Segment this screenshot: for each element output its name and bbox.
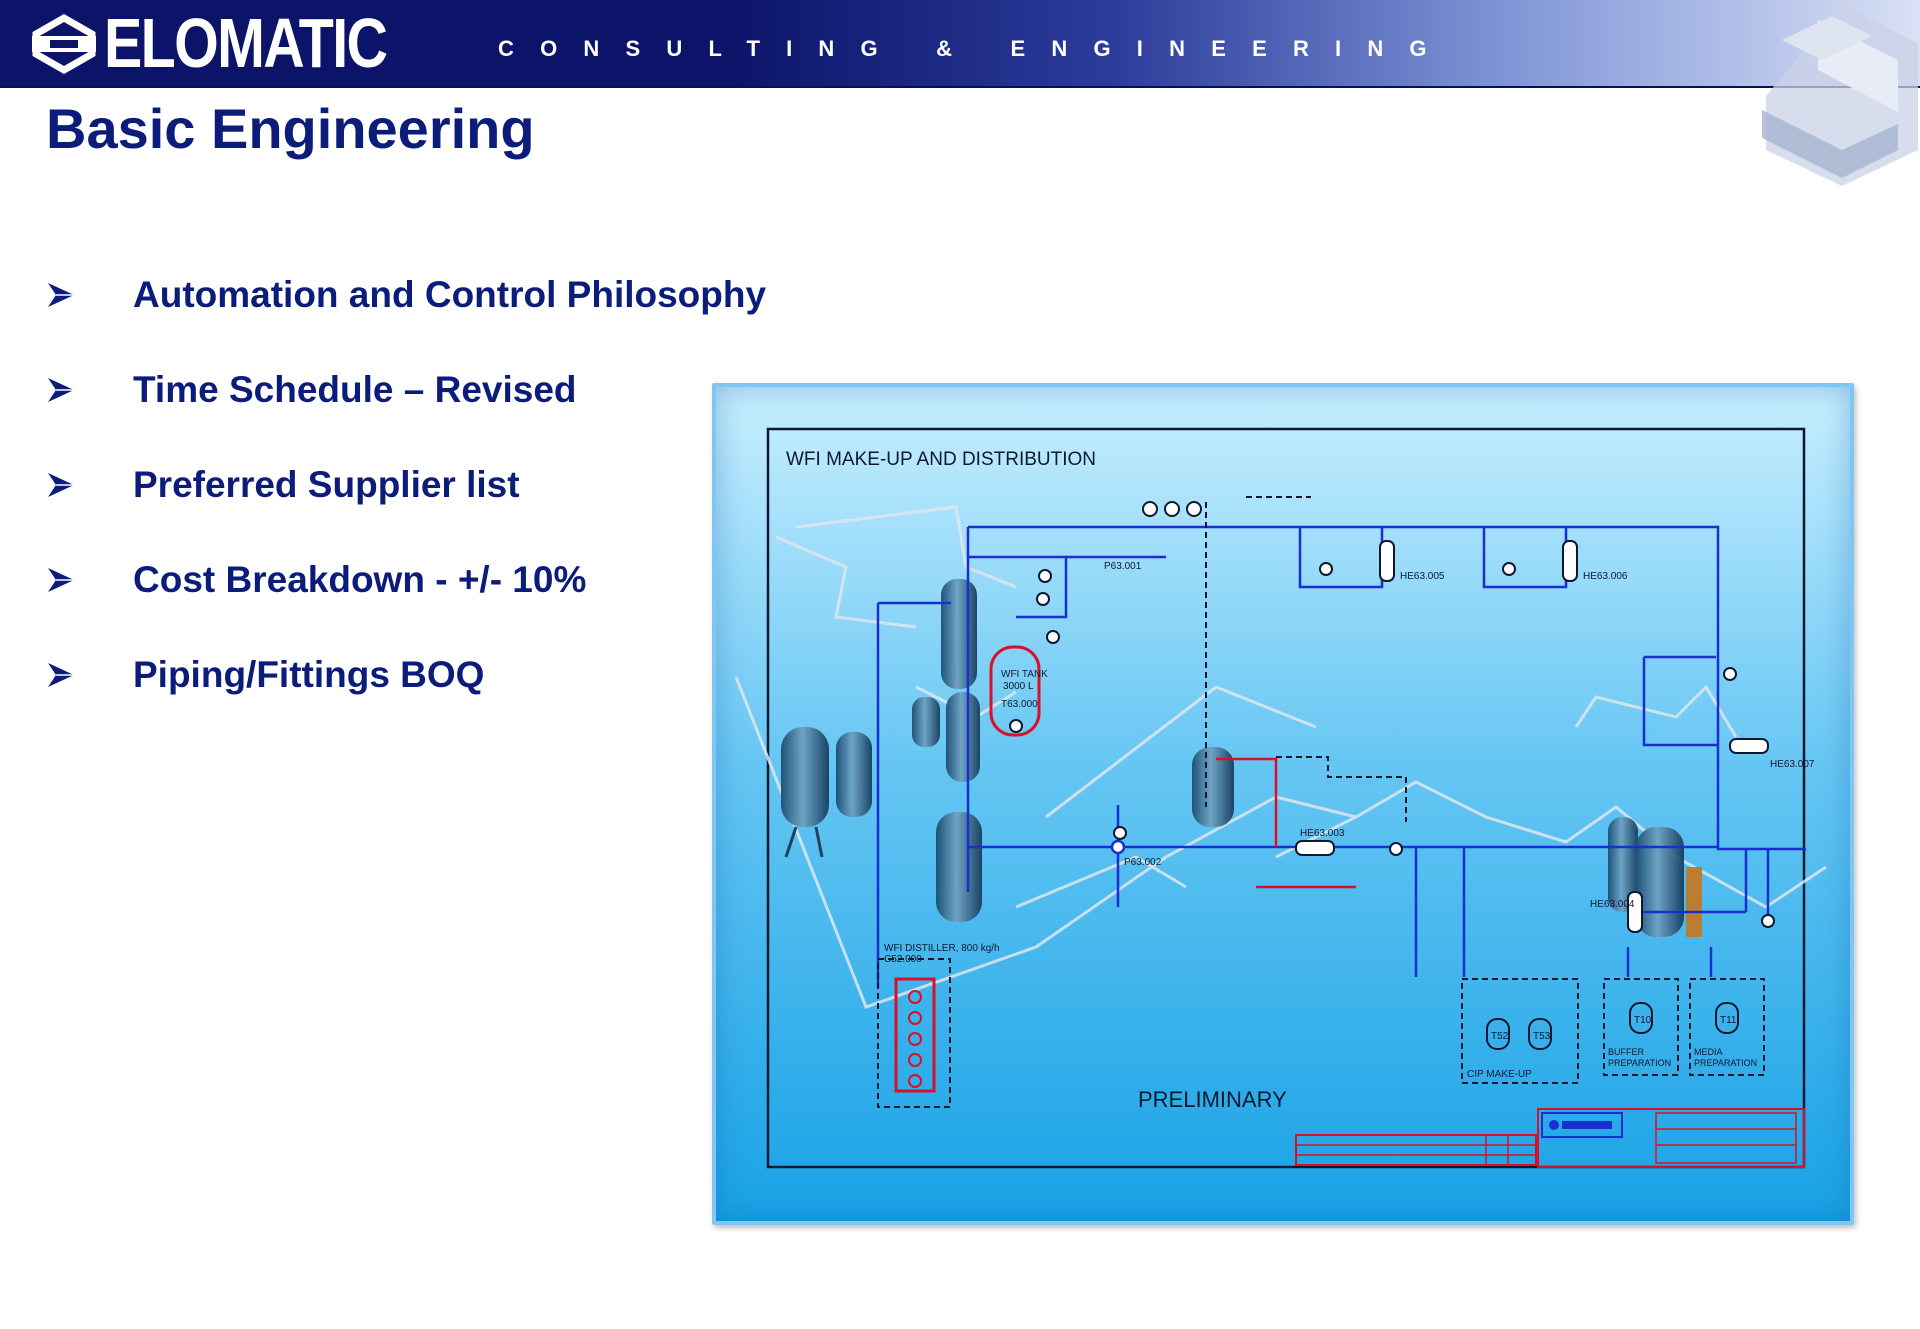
buffer-caption: BUFFER — [1608, 1047, 1645, 1057]
he-label: HE63.005 — [1400, 571, 1445, 582]
wfi-tank: WFI TANK 3000 L T63.000 — [989, 645, 1048, 737]
arrowhead-bullet-icon — [48, 473, 74, 497]
bullet-item: Preferred Supplier list — [46, 462, 766, 557]
instrument-bubbles — [1009, 501, 1775, 928]
pid-diagram-image: HE63.005 HE63.006 HE63.003 HE63.007 HE63… — [712, 383, 1854, 1225]
vessel-label: T52 — [1491, 1031, 1509, 1042]
3d-tanks-overlay — [781, 579, 1702, 937]
corner-hexagon-emblem-icon — [1762, 4, 1918, 186]
pump-label: P63.002 — [1124, 857, 1162, 868]
arrowhead-bullet-icon — [48, 378, 74, 402]
bullet-list: Automation and Control Philosophy Time S… — [46, 272, 766, 747]
vessel-label: T53 — [1533, 1031, 1551, 1042]
he-label: HE63.006 — [1583, 571, 1628, 582]
highlight-lines — [1216, 757, 1356, 889]
he-label: HE63.007 — [1770, 759, 1815, 770]
buffer-caption: PREPARATION — [1608, 1058, 1671, 1068]
logo-text: ELOMATIC — [104, 4, 388, 82]
arrowhead-bullet-icon — [48, 568, 74, 592]
vessel-label: T11 — [1720, 1015, 1737, 1026]
he-label: HE63.003 — [1300, 828, 1345, 839]
elomatic-logo-icon — [32, 14, 96, 74]
bullet-item: Time Schedule – Revised — [46, 367, 766, 462]
he-label: HE63.004 — [1590, 899, 1635, 910]
header-bar: ELOMATIC CONSULTING & ENGINEERING — [0, 0, 1920, 88]
bullet-item: Piping/Fittings BOQ — [46, 652, 766, 747]
cip-caption: CIP MAKE-UP — [1467, 1069, 1532, 1080]
arrowhead-bullet-icon — [48, 663, 74, 687]
bullet-item: Cost Breakdown - +/- 10% — [46, 557, 766, 652]
bullet-label: Piping/Fittings BOQ — [133, 654, 485, 695]
tank-label: WFI TANK — [1001, 669, 1048, 680]
bullet-label: Automation and Control Philosophy — [133, 274, 767, 315]
distiller-tag-label: C52.000 — [884, 954, 922, 965]
distiller-label: WFI DISTILLER, 800 kg/h — [884, 943, 1000, 954]
preliminary-watermark: PRELIMINARY — [1138, 1087, 1287, 1112]
bullet-label: Cost Breakdown - +/- 10% — [133, 559, 587, 600]
header-tagline: CONSULTING & ENGINEERING — [498, 36, 1453, 61]
media-caption: PREPARATION — [1694, 1058, 1757, 1068]
pid-diagram-drawing: HE63.005 HE63.006 HE63.003 HE63.007 HE63… — [734, 427, 1827, 1169]
wfi-distiller: WFI DISTILLER, 800 kg/h C52.000 — [884, 943, 1000, 1093]
vessel-label: T10 — [1634, 1015, 1652, 1026]
media-caption: MEDIA — [1694, 1047, 1723, 1057]
bullet-label: Preferred Supplier list — [133, 464, 520, 505]
heat-exchanger-icons — [1295, 540, 1769, 933]
bullet-label: Time Schedule – Revised — [133, 369, 577, 410]
page-title: Basic Engineering — [46, 97, 535, 160]
diagram-title: WFI MAKE-UP AND DISTRIBUTION — [786, 449, 1096, 470]
dashed-boundaries — [877, 496, 1765, 1108]
pump-label: P63.001 — [1104, 561, 1142, 572]
tank-tag-label: T63.000 — [1001, 699, 1038, 710]
arrowhead-bullet-icon — [48, 283, 74, 307]
bullet-item: Automation and Control Philosophy — [46, 272, 766, 367]
drawing-title-block — [1295, 1108, 1805, 1168]
tank-volume-label: 3000 L — [1003, 681, 1034, 692]
